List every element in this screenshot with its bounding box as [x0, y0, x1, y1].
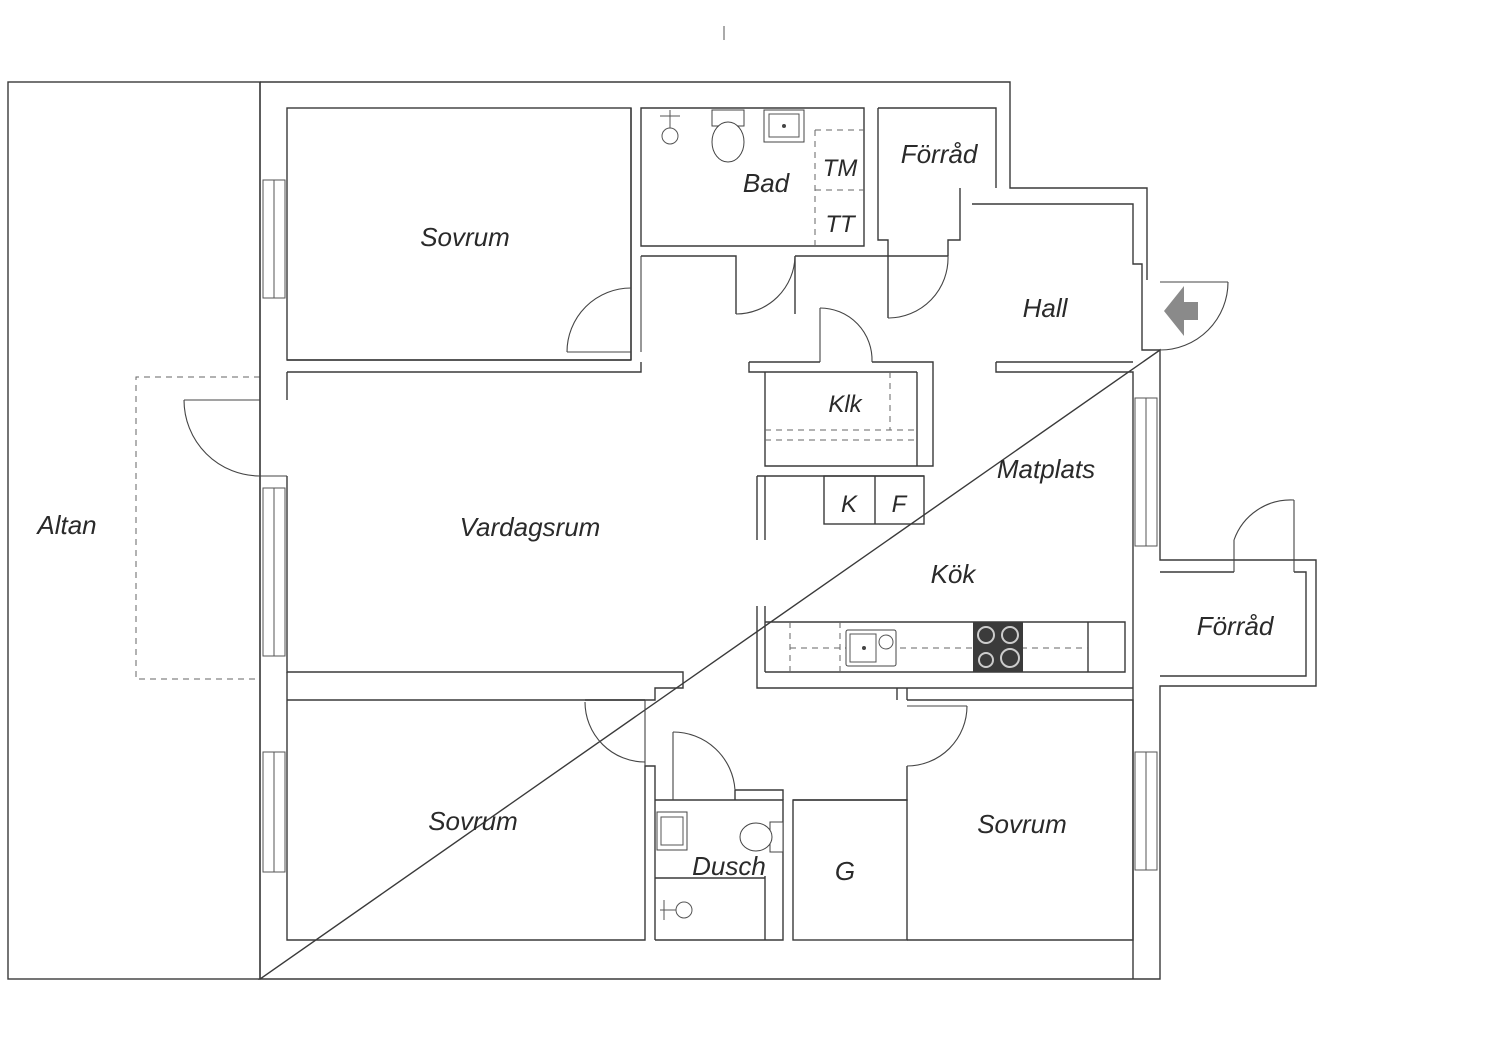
dusch-toilet-icon: [739, 821, 784, 853]
label-f: F: [892, 491, 908, 518]
klk-shelves: [765, 372, 917, 441]
label-sovrum-bl: Sovrum: [428, 806, 518, 836]
tm-tt-division: [814, 129, 864, 246]
forrad-right-door[interactable]: [1233, 499, 1295, 572]
altan-dashed-area: [135, 376, 260, 680]
entrance-door[interactable]: [1159, 281, 1229, 351]
door-bad[interactable]: [735, 255, 796, 315]
hall-outline: [888, 188, 1160, 363]
window-east-matplats: [1134, 397, 1158, 547]
dusch-outline: [655, 799, 784, 941]
door-dusch[interactable]: [672, 731, 736, 800]
label-matplats: Matplats: [997, 454, 1095, 484]
stove-icon: [973, 622, 1023, 672]
label-dusch: Dusch: [692, 851, 766, 881]
window-west-top: [262, 179, 286, 299]
dusch-shower-icon: [660, 900, 693, 920]
sovrum-br-outline: [896, 688, 1134, 941]
door-altan[interactable]: [183, 399, 287, 477]
toilet-icon: [711, 109, 745, 163]
window-east-sovrum: [1134, 751, 1158, 871]
label-vardagsrum: Vardagsrum: [460, 512, 601, 542]
label-forrad-top: Förråd: [901, 139, 979, 169]
washbasin-icon: [763, 109, 805, 143]
kitchen-counter: [756, 606, 1133, 689]
label-klk: Klk: [828, 391, 863, 418]
label-hall: Hall: [1023, 293, 1069, 323]
label-tt: TT: [825, 211, 857, 238]
label-bad: Bad: [743, 168, 791, 198]
door-sovrum-top[interactable]: [566, 256, 642, 353]
shower-icon: [660, 110, 680, 145]
label-tm: TM: [823, 155, 858, 182]
bad-outline: [640, 107, 865, 247]
forrad-right-outline: [1160, 571, 1307, 677]
label-sovrum-br: Sovrum: [977, 809, 1067, 839]
dusch-washbasin-icon: [656, 811, 688, 851]
window-west-bottom: [262, 751, 286, 873]
kitchen-counter-dashes: [789, 622, 1088, 672]
kf-outline: [823, 475, 925, 525]
entrance-arrow-icon: [1164, 286, 1198, 336]
kitchen-sink-icon: [845, 629, 897, 667]
door-sovrum-bl[interactable]: [584, 700, 646, 766]
outer-wall: [257, 81, 1317, 980]
door-sovrum-br[interactable]: [906, 705, 968, 767]
window-west-middle: [262, 487, 286, 657]
label-sovrum-top: Sovrum: [420, 222, 510, 252]
sovrum-bl-outline: [286, 699, 656, 941]
label-k: K: [841, 491, 858, 518]
label-g: G: [835, 856, 855, 886]
forrad-top-outline: [877, 107, 997, 318]
klk-outline: [748, 361, 934, 467]
label-forrad-right: Förråd: [1197, 611, 1275, 641]
label-altan: Altan: [35, 510, 96, 540]
door-forrad-top[interactable]: [887, 255, 949, 319]
label-kok: Kök: [931, 559, 978, 589]
door-klk[interactable]: [819, 307, 873, 363]
